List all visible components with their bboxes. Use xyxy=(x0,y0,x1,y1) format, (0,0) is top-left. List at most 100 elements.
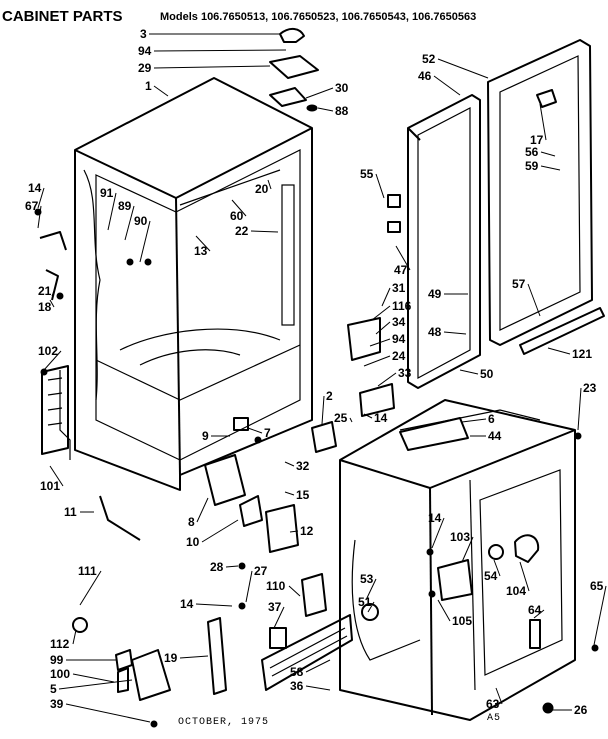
leader-line xyxy=(321,395,325,425)
leader-line xyxy=(124,205,135,241)
callout-label: 51 xyxy=(358,595,372,609)
leader-line xyxy=(540,151,556,157)
callout-label: 6 xyxy=(488,412,495,426)
callout-label: 65 xyxy=(590,579,604,593)
callout-label: 2 xyxy=(326,389,333,403)
leader-line xyxy=(72,673,115,683)
callout-label: 59 xyxy=(525,159,539,173)
callout-label: 23 xyxy=(583,381,597,395)
callout-label: 63 xyxy=(486,697,500,711)
callout-label: 21 xyxy=(38,284,52,298)
leader-line xyxy=(79,570,102,606)
leader-line xyxy=(317,107,334,112)
callout-label: 104 xyxy=(506,584,526,598)
callout-label: 34 xyxy=(392,315,406,329)
callout-label: 105 xyxy=(452,614,472,628)
leader-line xyxy=(519,561,530,592)
leader-line xyxy=(437,599,451,622)
leader-line xyxy=(371,305,391,321)
model-numbers: Models 106.7650513, 106.7650523, 106.765… xyxy=(160,11,476,23)
callout-label: 24 xyxy=(392,349,406,363)
leader-line xyxy=(493,559,501,577)
leader-line xyxy=(247,427,263,434)
callout-label: 3 xyxy=(140,27,147,41)
leader-line xyxy=(539,103,547,141)
leader-line xyxy=(527,283,541,317)
leader-line xyxy=(305,87,334,99)
leader-line xyxy=(250,230,279,233)
callout-label: 28 xyxy=(210,560,224,574)
callout-label: 25 xyxy=(334,411,348,425)
leader-line xyxy=(267,179,272,190)
callout-label: 49 xyxy=(428,287,442,301)
callout-label: 67 xyxy=(25,199,39,213)
bottom-grille xyxy=(261,614,353,691)
leader-line xyxy=(395,245,411,271)
leader-line xyxy=(245,570,253,603)
leader-line xyxy=(381,287,391,307)
leader-line xyxy=(443,331,467,335)
callout-label: 33 xyxy=(398,366,412,380)
callout-label: 29 xyxy=(138,61,152,75)
leader-line xyxy=(284,491,295,496)
leader-line xyxy=(288,585,301,597)
leader-line xyxy=(369,338,391,347)
leader-line xyxy=(461,536,474,563)
leader-line xyxy=(547,347,571,355)
callout-label: 19 xyxy=(164,651,178,665)
leader-line xyxy=(495,687,503,705)
callout-label: 13 xyxy=(194,244,208,258)
door-gasket-right xyxy=(487,39,593,346)
leader-line xyxy=(153,85,169,97)
leader-line xyxy=(377,372,397,387)
callout-label: 100 xyxy=(50,667,70,681)
callout-label: 8 xyxy=(188,515,195,529)
callout-label: 99 xyxy=(50,653,64,667)
callout-label: 26 xyxy=(574,703,588,717)
callout-label: 88 xyxy=(335,104,349,118)
leader-line xyxy=(365,578,377,601)
leader-line xyxy=(153,49,287,52)
leader-line xyxy=(437,58,489,79)
callout-label: 53 xyxy=(360,572,374,586)
callout-label: 55 xyxy=(360,167,374,181)
small-parts xyxy=(34,28,599,728)
cabinet-liner xyxy=(339,399,576,721)
callout-label: 91 xyxy=(100,186,114,200)
callout-label: 22 xyxy=(235,224,249,238)
leader-line xyxy=(273,606,285,629)
callout-label: 56 xyxy=(525,145,539,159)
callout-label: 32 xyxy=(296,459,310,473)
leader-line xyxy=(363,355,391,367)
leader-line xyxy=(231,199,247,217)
cabinet-shell xyxy=(59,77,313,491)
callout-label: 89 xyxy=(118,199,132,213)
callout-label: 10 xyxy=(186,535,200,549)
callout-label: 14 xyxy=(180,597,194,611)
leader-line xyxy=(593,585,607,646)
callout-label: 27 xyxy=(254,564,268,578)
callout-label: 46 xyxy=(418,69,432,83)
leader-line xyxy=(461,418,487,423)
callout-label: 47 xyxy=(394,263,408,277)
callout-label: 101 xyxy=(40,479,60,493)
callout-label: 110 xyxy=(266,579,286,593)
leader-line xyxy=(196,497,209,523)
leader-line xyxy=(305,685,331,691)
leader-line xyxy=(49,299,55,308)
leader-line xyxy=(540,165,561,171)
callout-label: 7 xyxy=(264,426,271,440)
leader-line xyxy=(349,417,353,423)
leader-line xyxy=(363,413,373,419)
callout-label: 5 xyxy=(50,682,57,696)
leader-line xyxy=(58,679,133,690)
callout-label: 94 xyxy=(138,44,152,58)
callout-label: 48 xyxy=(428,325,442,339)
callout-label: 1 xyxy=(145,79,152,93)
callout-label: 52 xyxy=(422,52,436,66)
footer-code: A5 xyxy=(487,713,501,724)
door-gasket-left xyxy=(407,94,481,389)
leader-line xyxy=(225,565,239,568)
